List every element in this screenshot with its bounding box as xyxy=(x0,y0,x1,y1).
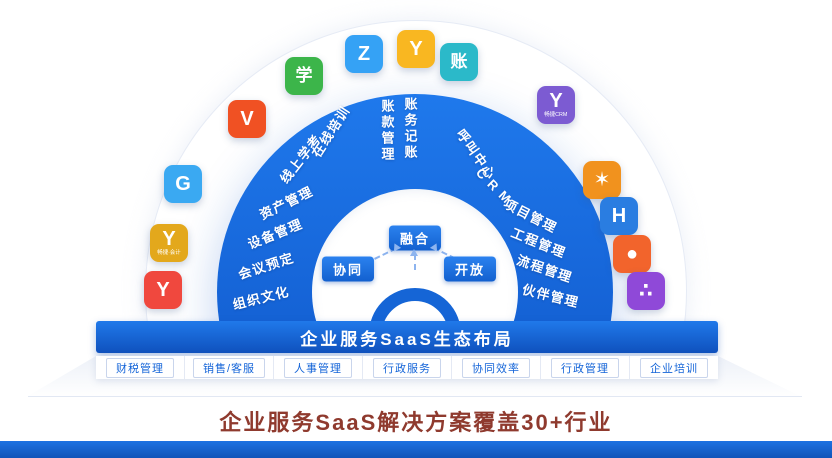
chanjet-crm-app-icon: Y 畅捷CRM xyxy=(537,86,575,124)
v-app-icon: V xyxy=(228,100,266,138)
y-logo-icon: Y xyxy=(162,228,176,250)
zhang-app-icon: 账 xyxy=(440,43,478,81)
tomato-app-icon: ● xyxy=(613,235,651,273)
bird-logo-icon: G xyxy=(175,173,191,195)
app-caption: 畅捷CRM xyxy=(544,112,568,118)
app-caption: 畅捷·会计 xyxy=(157,250,181,256)
y-logo-icon: Y xyxy=(549,90,563,112)
core-open-box: 开放 xyxy=(443,256,497,282)
solution-heading: 企业服务SaaS解决方案覆盖30+行业 xyxy=(219,410,613,435)
red-y-app-icon: Y xyxy=(144,271,182,309)
category-chip-collaboration: 协同效率 xyxy=(462,357,530,378)
people-logo-icon: ∴ xyxy=(639,280,653,302)
z-app-icon: Z xyxy=(345,35,383,73)
category-cell: 协同效率 xyxy=(452,356,541,379)
yellow-y-app-icon: Y xyxy=(397,30,435,68)
people-app-icon: ∴ xyxy=(627,272,665,310)
base-divider-line xyxy=(28,396,802,397)
y-logo-icon: Y xyxy=(156,279,170,301)
accounting-app-icon: Y 畅捷·会计 xyxy=(150,224,188,262)
category-cell: 企业培训 xyxy=(630,356,718,379)
ring-label-accounts-management: 账款管理 xyxy=(379,99,395,163)
category-cell: 行政管理 xyxy=(541,356,630,379)
h-app-icon: H xyxy=(600,197,638,235)
category-strip: 财税管理 销售/客服 人事管理 行政服务 协同效率 行政管理 企业培训 xyxy=(96,356,718,379)
category-cell: 财税管理 xyxy=(96,356,185,379)
xue-logo-icon: 学 xyxy=(295,66,313,85)
ecosystem-banner: 企业服务SaaS生态布局 xyxy=(96,321,718,353)
core-fusion-box: 融合 xyxy=(388,225,442,251)
v-logo-icon: V xyxy=(240,108,254,130)
category-chip-training: 企业培训 xyxy=(640,357,708,378)
bottom-blue-bar xyxy=(0,441,832,458)
category-chip-admin-management: 行政管理 xyxy=(551,357,619,378)
zhang-logo-icon: 账 xyxy=(450,52,468,71)
h-logo-icon: H xyxy=(611,205,627,227)
y-logo-icon: Y xyxy=(409,38,423,60)
bird-app-icon: G xyxy=(164,165,202,203)
z-logo-icon: Z xyxy=(357,43,371,65)
category-cell: 人事管理 xyxy=(274,356,363,379)
fusion-arrow-head xyxy=(410,249,418,256)
fusion-arrow-line xyxy=(414,254,416,270)
category-chip-admin-service: 行政服务 xyxy=(373,357,441,378)
category-chip-sales-service: 销售/客服 xyxy=(192,357,266,378)
category-cell: 行政服务 xyxy=(363,356,452,379)
category-cell: 销售/客服 xyxy=(185,356,274,379)
ring-label-bookkeeping: 账务记账 xyxy=(402,97,418,161)
banner-title: 企业服务SaaS生态布局 xyxy=(300,329,514,349)
ant-app-icon: ✶ xyxy=(583,161,621,199)
core-collaboration-box: 协同 xyxy=(321,256,375,282)
ant-logo-icon: ✶ xyxy=(593,169,611,191)
xue-app-icon: 学 xyxy=(285,57,323,95)
category-chip-hr: 人事管理 xyxy=(284,357,352,378)
category-chip-finance-tax: 财税管理 xyxy=(106,357,174,378)
tomato-logo-icon: ● xyxy=(625,243,639,265)
